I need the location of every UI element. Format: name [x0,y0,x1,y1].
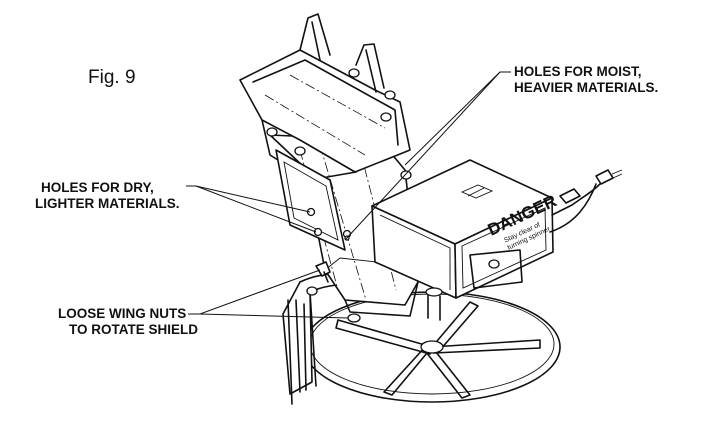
wing-label-line2: TO ROTATE SHIELD [69,322,198,337]
spinner-disk [303,291,561,403]
moist-label-line1: HOLES FOR MOIST, [514,64,642,79]
figure-label: Fig. 9 [88,67,136,88]
wing-label-line1: LOOSE WING NUTS [58,306,186,321]
side-plate [275,149,352,251]
moist-label-line2: HEAVIER MATERIALS. [514,80,658,95]
motor-housing [371,159,554,321]
dry-label-line2: LIGHTER MATERIALS. [35,196,180,211]
wiring-harness [549,169,623,233]
callout-moist-holes: HOLES FOR MOIST, HEAVIER MATERIALS. [344,64,658,241]
mounting-bracket [239,13,412,181]
dry-label-line1: HOLES FOR DRY, [41,180,154,195]
callout-wing-nuts: LOOSE WING NUTS TO ROTATE SHIELD [58,269,349,337]
callout-dry-holes: HOLES FOR DRY, LIGHTER MATERIALS. [35,180,317,233]
wing-nut [315,261,361,323]
